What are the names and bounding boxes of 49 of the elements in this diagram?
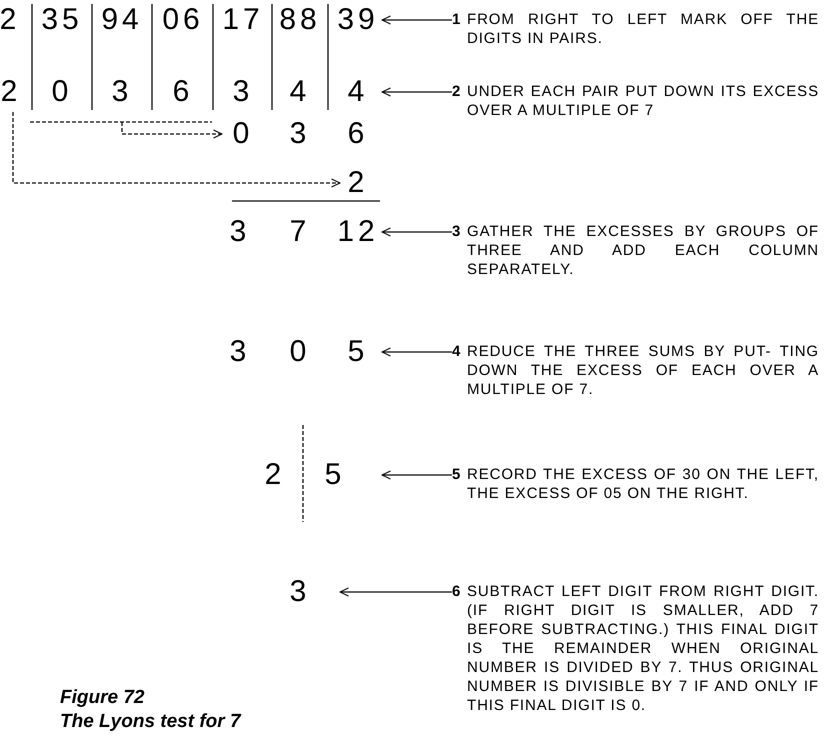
- arrow: [381, 347, 452, 357]
- step-instruction: GATHER THE EXCESSES BY GROUPS OF THREE AND ADD EACH COLUMN SEPARATELY.: [467, 222, 819, 279]
- digit-group: 5: [348, 332, 368, 372]
- step-number: 3: [452, 222, 462, 242]
- digit-group: 39: [337, 0, 379, 40]
- digit-group: 35: [41, 0, 83, 40]
- arrow: [381, 227, 452, 237]
- figure-caption: The Lyons test for 7: [60, 710, 241, 734]
- step-number: 4: [452, 342, 462, 362]
- digit-group: 6: [348, 114, 368, 154]
- digit-group: 06: [162, 0, 204, 40]
- digit-group: 12: [337, 212, 379, 252]
- dashed-arrow: [12, 112, 341, 188]
- digit-group: 3: [232, 72, 254, 112]
- digit-group: 3: [290, 572, 310, 612]
- digit-group: 2: [264, 455, 286, 495]
- digit-group: 3: [112, 72, 132, 112]
- digit-group: 6: [172, 72, 194, 112]
- step-number: 2: [452, 82, 462, 102]
- digit-group: 0: [232, 114, 254, 154]
- digit-group: 0: [52, 72, 72, 112]
- step-instruction: FROM RIGHT TO LEFT MARK OFF THE DIGITS IN PAIRS.: [467, 10, 819, 48]
- arrow: [381, 470, 452, 480]
- digit-group: 3: [230, 212, 250, 252]
- step-instruction: RECORD THE EXCESS OF 30 ON THE LEFT, THE EXCESS OF 05 ON THE RIGHT.: [467, 465, 819, 503]
- digit-group: 4: [290, 72, 310, 112]
- arrow: [381, 87, 452, 97]
- digit-group: 3: [290, 114, 310, 154]
- step-number: 5: [452, 465, 462, 485]
- arrow: [381, 15, 452, 25]
- digit-group: 2: [0, 72, 22, 112]
- digit-group: 2: [0, 0, 20, 40]
- arrow: [339, 587, 452, 597]
- digit-group: 88: [279, 0, 321, 40]
- step-number: 6: [452, 582, 462, 602]
- step-instruction: UNDER EACH PAIR PUT DOWN ITS EXCESS OVER A MULTIPLE OF 7: [467, 82, 819, 120]
- step-instruction: REDUCE THE THREE SUMS BY PUT- TING DOWN THE EXCESS OF EACH OVER A MULTIPLE OF 7.: [467, 342, 819, 399]
- digit-group: 0: [290, 332, 310, 372]
- digit-group: 2: [348, 163, 368, 203]
- digit-group: 3: [230, 332, 250, 372]
- digit-group: 4: [348, 72, 368, 112]
- digit-group: 17: [222, 0, 264, 40]
- dashed-arrow: [121, 122, 223, 139]
- digit-group: 7: [290, 212, 310, 252]
- digit-group: 5: [324, 455, 346, 495]
- digit-group: 94: [101, 0, 143, 40]
- step-instruction: SUBTRACT LEFT DIGIT FROM RIGHT DIGIT. (IF RIGHT DIGIT IS SMALLER, ADD 7 BEFORE SUBTRACTING.) THIS FINAL DIGIT IS THE REMAINDER WHEN ORIGINAL NUMBER IS DIVIDED BY 7. THUS ORIGINAL NUMBER IS DIVISIBLE BY 7 IF AND ONLY IF THIS FINAL DIGIT IS 0.: [467, 582, 819, 715]
- figure-title: Figure 72: [60, 686, 146, 710]
- step-number: 1: [452, 10, 462, 30]
